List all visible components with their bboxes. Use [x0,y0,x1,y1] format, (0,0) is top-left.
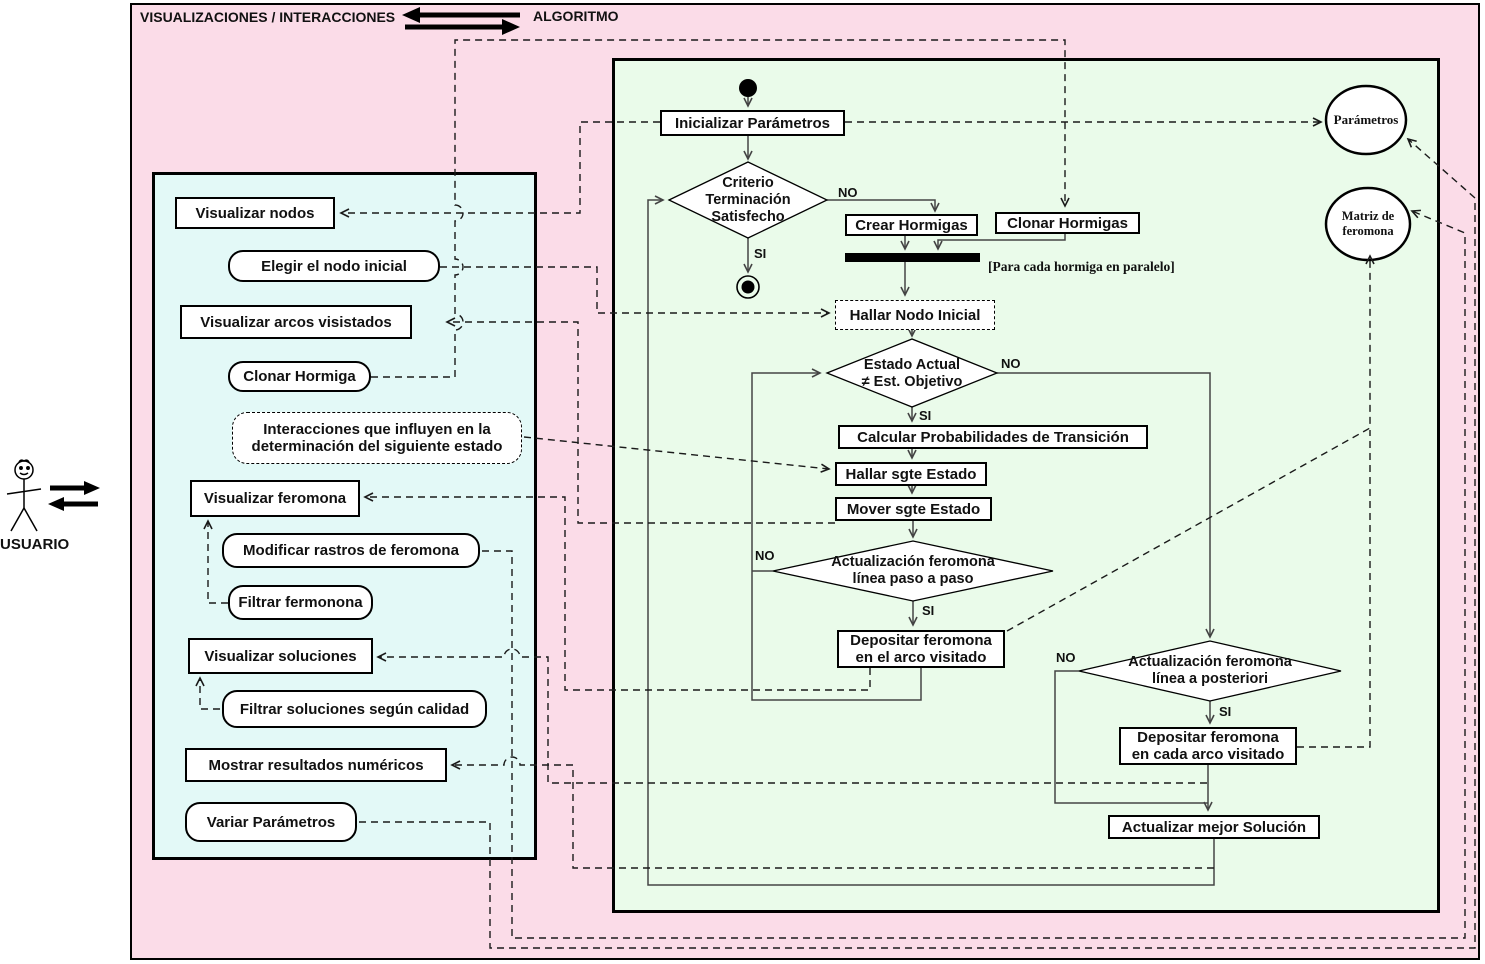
node-mostrar-resultados: Mostrar resultados numéricos [185,748,447,782]
node-filtrar-feromona: Filtrar fermonona [228,585,373,620]
fork-bar [845,253,980,262]
node-depositar-feromona-arco: Depositar feromona en el arco visitado [837,630,1005,668]
guard-no-estado: NO [1001,356,1021,371]
node-depositar-feromona-cada-arco: Depositar feromona en cada arco visitado [1119,727,1297,765]
node-elegir-nodo-inicial: Elegir el nodo inicial [228,250,440,282]
decision-feromona-a-posteriori [1078,640,1342,702]
node-variar-parametros: Variar Parámetros [185,802,357,842]
node-modificar-rastros: Modificar rastros de feromona [222,533,480,568]
node-visualizar-feromona: Visualizar feromona [190,480,360,517]
guard-si-criterio: SI [754,246,767,261]
node-hallar-nodo-inicial: Hallar Nodo Inicial [835,300,995,330]
parametros-store-label: Parámetros [1333,112,1399,127]
dashed-dependency-lines [195,39,1476,949]
header-exchange-arrows-icon [402,7,520,35]
node-visualizar-arcos: Visualizar arcos visistados [180,305,412,339]
decision-criterio-label: Criterio Terminación Satisfecho [705,175,791,225]
user-actor-icon [6,459,42,532]
node-clonar-hormigas: Clonar Hormigas [995,212,1140,234]
panel-title-algoritmo: ALGORITMO [533,8,619,24]
node-crear-hormigas: Crear Hormigas [845,214,978,236]
guard-no-criterio: NO [838,185,858,200]
guard-si-posteriori: SI [1219,704,1232,719]
decision-estado-label: Estado Actual ≠ Est. Objetivo [861,357,963,390]
parametros-store [1324,84,1408,156]
fork-annotation: [Para cada hormiga en paralelo] [988,259,1175,274]
guard-no-paso: NO [755,548,775,563]
node-visualizar-soluciones: Visualizar soluciones [188,638,373,674]
node-clonar-hormiga: Clonar Hormiga [228,361,371,392]
decision-estado-actual [825,338,999,408]
control-flow-lines [647,97,1215,886]
node-mover-sgte-estado: Mover sgte Estado [835,497,992,521]
start-node [739,79,757,97]
matriz-feromona-store-label: Matriz de feromona [1341,209,1395,238]
decision-a-posteriori-label: Actualización feromona línea a posterior… [1128,654,1292,687]
node-filtrar-soluciones: Filtrar soluciones según calidad [222,690,487,728]
decision-criterio-terminacion [667,161,829,239]
node-interacciones-siguiente-estado: Interacciones que influyen en la determi… [232,412,522,464]
decision-feromona-paso-a-paso [772,540,1054,602]
guard-no-posteriori: NO [1056,650,1076,665]
node-inicializar-parametros: Inicializar Parámetros [660,110,845,136]
guard-si-estado: SI [919,408,932,423]
panel-title-visualizaciones: VISUALIZACIONES / INTERACCIONES [140,9,396,25]
user-exchange-arrows-icon [48,481,100,511]
node-visualizar-nodos: Visualizar nodos [175,197,335,229]
actor-label: USUARIO [0,536,70,553]
node-hallar-sgte-estado: Hallar sgte Estado [835,462,987,486]
node-calcular-probabilidades: Calcular Probabilidades de Transición [838,425,1148,449]
decision-paso-a-paso-label: Actualización feromona línea paso a paso [831,554,995,587]
node-actualizar-mejor-solucion: Actualizar mejor Solución [1108,815,1320,839]
end-node [736,275,760,299]
guard-si-paso: SI [922,603,935,618]
